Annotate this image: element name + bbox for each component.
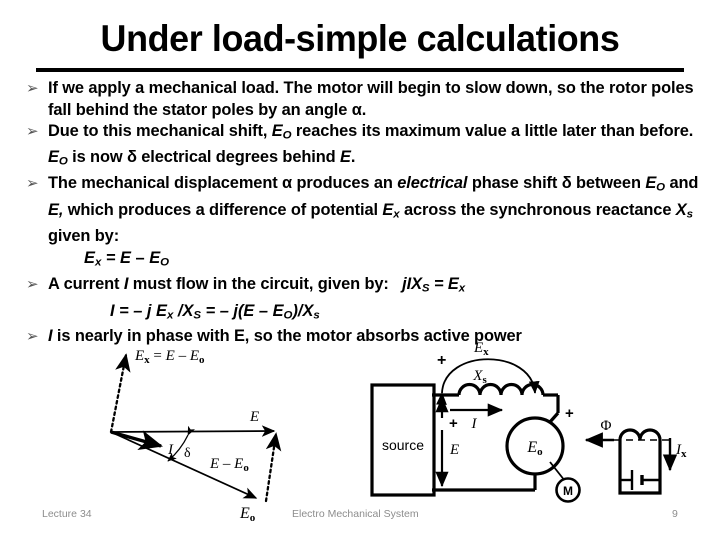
equation-ex: Ex = E – EO [84,249,170,269]
phasor-diagram-svg: Ex = E – Eo E I δ E – Eo Eo [109,348,282,524]
circuit-diagram: source Eo M Ex + Xs [362,338,712,518]
phasor-vector-i [110,430,163,450]
motor-circle [555,477,581,503]
phasor-label-caption: Ex = E – Eo [134,348,205,366]
bullet-item-3: ➢ The mechanical displacement α produces… [26,173,710,247]
bullet-text-3: The mechanical displacement α produces a… [48,174,699,245]
phasor-label-i: I [167,442,174,458]
eo-plus-sign: + [565,405,574,422]
ex-plus-sign: + [437,352,446,369]
bullet-arrow-icon: ➢ [26,328,39,346]
field-frame [618,440,662,495]
phasor-diagram: Ex = E – Eo E I δ E – Eo Eo [88,338,318,524]
bullet-text-4: A current I must flow in the circuit, gi… [48,274,465,295]
eo-top-stub [548,411,560,424]
title-underline-rule [36,68,684,72]
footer-lecture-label: Lecture 34 [42,508,92,520]
bullet-arrow-icon: ➢ [26,123,39,141]
current-i-label: I [471,416,478,432]
equation-current: I = – j Ex /XS = – j(E – EO)/Xs [110,301,320,322]
xs-label: Xs [472,368,487,386]
phasor-label-e-minus-eo: E – Eo [209,456,249,474]
phasor-vector-eo [110,431,258,499]
phasor-delta-arc [167,425,196,462]
phasor-vector-e-minus-eo [264,432,282,503]
bullet-item-2: ➢ Due to this mechanical shift, EO reach… [26,121,710,173]
bullet-arrow-icon: ➢ [26,80,39,97]
page-title: Under load-simple calculations [100,18,620,59]
inductor-coil [457,382,545,396]
flux-phi-label: Φ [601,418,612,434]
phasor-vector-ex [109,353,131,434]
footer-course-label: Electro Mechanical System [292,508,419,520]
phasor-vector-e [110,425,276,437]
bullet-text-2: Due to this mechanical shift, EO reaches… [48,122,694,168]
ex-arc-label: Ex [473,340,489,358]
ex-span-arc [436,358,540,405]
bullet-arrow-icon: ➢ [26,275,39,293]
bullet-item-1: ➢ If we apply a mechanical load. The mot… [26,78,710,121]
voltage-e-plus-sign: + [449,415,458,432]
bullet-text-5: I is nearly in phase with E, so the moto… [48,327,522,346]
slide-body: ➢ If we apply a mechanical load. The mot… [26,78,710,348]
source-box [370,383,436,497]
source-label: source [382,437,424,453]
phasor-label-e: E [249,409,259,425]
bullet-item-5: ➢ I is nearly in phase with E, so the mo… [26,326,710,348]
phasor-label-delta: δ [184,446,191,461]
phasor-label-eo: Eo [239,505,256,523]
voltage-e-label: E [449,442,459,458]
field-winding-coil [618,428,662,441]
current-ix-label: Ix [675,442,687,460]
motor-label: M [563,484,573,498]
bullet-arrow-icon: ➢ [26,175,39,193]
footer-page-number: 9 [672,508,678,520]
bullet-item-4: ➢ A current I must flow in the circuit, … [26,274,710,300]
motor-lead [549,461,566,482]
circuit-diagram-svg: source Eo M Ex + Xs [370,340,687,503]
bullet-text-1: If we apply a mechanical load. The motor… [48,79,694,119]
